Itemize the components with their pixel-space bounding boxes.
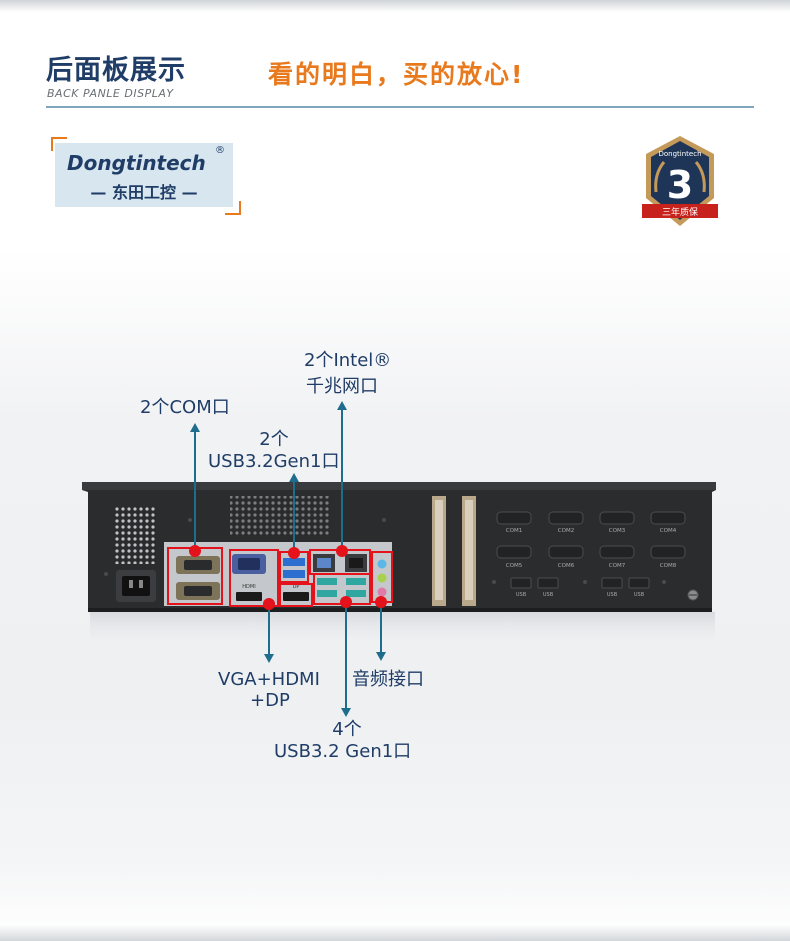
com-label-1: COM1 — [506, 528, 522, 534]
callout-usb-bottom-count: 4个 — [332, 719, 362, 740]
usb-label-2: USB — [543, 592, 554, 598]
arrow-video-head — [264, 654, 274, 663]
bottom-shadow — [0, 925, 790, 941]
arrow-com-head — [190, 423, 200, 432]
com-label-7: COM7 — [609, 563, 626, 569]
badge-ribbon: 三年质保 — [662, 206, 698, 218]
callout-lan-type: 千兆网口 — [306, 376, 378, 397]
callout-video-line2: +DP — [250, 690, 290, 711]
arrow-lan-head — [337, 401, 347, 410]
header-divider — [46, 106, 754, 108]
callout-audio: 音频接口 — [352, 669, 424, 690]
marker-usb-bottom — [340, 596, 352, 608]
callout-com: 2个COM口 — [140, 397, 230, 418]
arrow-usb-top-line — [293, 480, 295, 550]
com-label-6: COM6 — [558, 563, 575, 569]
chassis-back-panel: HDMI DP COM1 COM2 COM3 COM4 CO — [82, 482, 716, 648]
arrow-com-line — [194, 430, 196, 548]
top-shadow — [0, 0, 790, 12]
callout-usb-top-type: USB3.2Gen1口 — [208, 451, 340, 472]
marker-com — [189, 545, 201, 557]
marker-video — [263, 598, 275, 610]
com-label-2: COM2 — [558, 528, 574, 534]
usb-label-4: USB — [634, 592, 645, 598]
callout-usb-bottom-type: USB3.2 Gen1口 — [274, 741, 412, 762]
com-label-3: COM3 — [609, 528, 626, 534]
arrow-usb-top-head — [289, 473, 299, 482]
hdmi-label: HDMI — [242, 584, 255, 590]
arrow-video-line — [268, 610, 270, 656]
arrow-usb-bottom-line — [345, 608, 347, 710]
dp-label: DP — [293, 584, 300, 590]
marker-lan — [336, 545, 348, 557]
callout-video-line1: VGA+HDMI — [218, 669, 320, 690]
com-label-5: COM5 — [506, 563, 523, 569]
usb-label-1: USB — [516, 592, 527, 598]
brand-chinese-name: — 东田工控 — — [90, 183, 198, 202]
arrow-usb-bottom-head — [341, 708, 351, 717]
warranty-badge: Dongtintech 3 三年质保 — [642, 136, 718, 226]
marker-audio — [375, 596, 387, 608]
logo-corner-bottom-right — [225, 201, 241, 215]
brand-name: Dongtintech — [67, 151, 206, 175]
logo-corner-top-left — [51, 137, 67, 151]
badge-brand: Dongtintech — [658, 150, 701, 158]
usb-label-3: USB — [607, 592, 618, 598]
callout-lan-count: 2个Intel® — [304, 350, 392, 371]
marker-usb-top — [288, 547, 300, 559]
brand-logo: Dongtintech ® — 东田工控 — — [51, 137, 241, 215]
arrow-audio-line — [380, 608, 382, 654]
com-label-8: COM8 — [660, 563, 677, 569]
callout-usb-top-count: 2个 — [259, 429, 289, 450]
badge-number: 3 — [667, 163, 693, 207]
slogan: 看的明白，买的放心! — [268, 60, 525, 89]
arrow-lan-line — [341, 408, 343, 548]
arrow-audio-head — [376, 652, 386, 661]
com-label-4: COM4 — [660, 528, 677, 534]
section-subtitle: BACK PANLE DISPLAY — [47, 87, 174, 100]
brand-registered-mark: ® — [215, 145, 225, 156]
section-title: 后面板展示 — [46, 55, 186, 86]
